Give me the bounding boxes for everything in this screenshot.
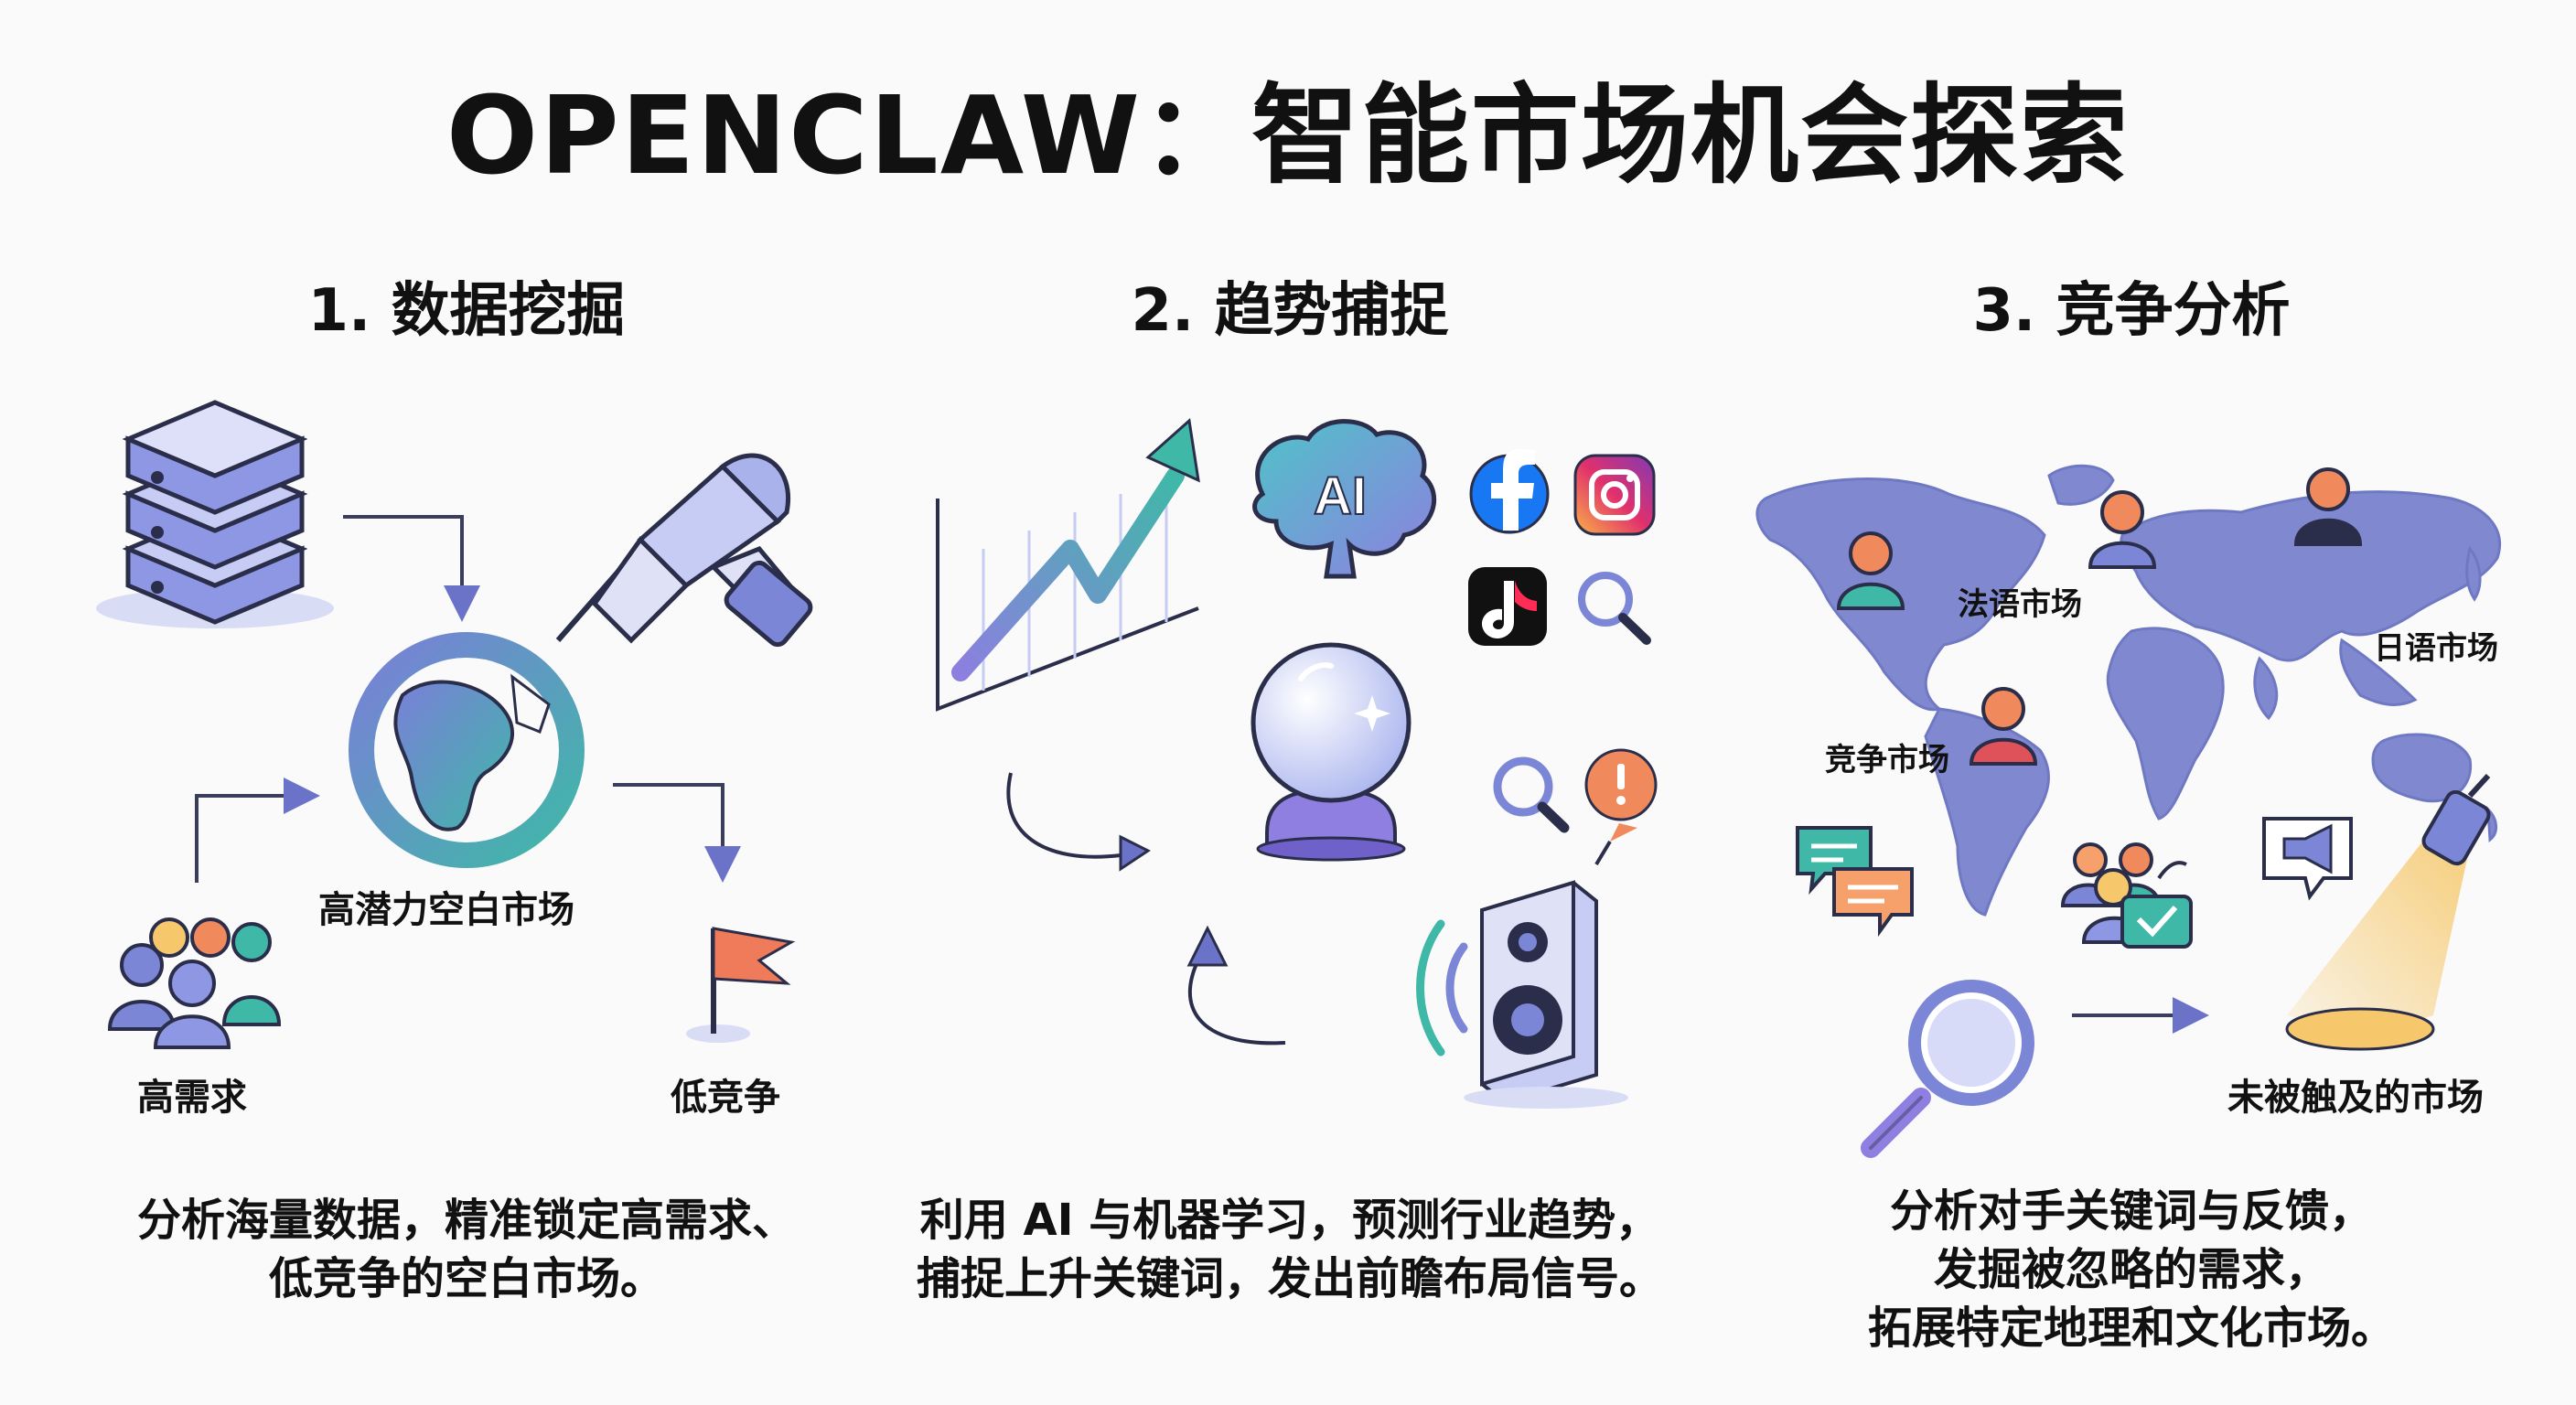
- label-low-competition: 低竞争: [671, 1077, 780, 1119]
- person-marker-icon: [1836, 467, 2363, 766]
- facebook-icon: [1469, 449, 1550, 534]
- globe-icon: [349, 632, 585, 868]
- label-competitive-market: 竞争市场: [1825, 742, 1949, 778]
- flag-icon: [686, 927, 796, 1043]
- ai-brain-icon: AI: [1252, 419, 1437, 579]
- label-high-potential-market: 高潜力空白市场: [318, 889, 574, 931]
- ai-text: AI: [1314, 467, 1367, 526]
- label-japanese-market: 日语市场: [2374, 630, 2498, 667]
- section-3-heading: 3. 竞争分析: [1972, 277, 2291, 345]
- team-icon: [2060, 842, 2193, 949]
- section-1-heading: 1. 数据挖掘: [307, 277, 626, 345]
- chat-bubbles-icon: [1796, 826, 1914, 938]
- section-2-heading: 2. 趋势捕捉: [1131, 277, 1449, 345]
- cycle-arrow: [1006, 772, 1286, 1046]
- page-title: OPENCLAW：智能市场机会探索: [445, 72, 2131, 198]
- crystal-ball-icon: [1250, 642, 1411, 862]
- cycle-arrowhead: [1186, 925, 1229, 967]
- spotlight-icon: [2285, 773, 2491, 1051]
- description-line: 利用 AI 与机器学习，预测行业趋势，: [919, 1195, 1660, 1246]
- server-stack-icon: [96, 400, 334, 628]
- description-line: 发掘被忽略的需求，: [1933, 1244, 2329, 1295]
- instagram-icon: [1573, 454, 1656, 536]
- magnifier-icon: [1493, 756, 1570, 833]
- people-group-icon: [107, 917, 282, 1049]
- section-2-description: 利用 AI 与机器学习，预测行业趋势， 捕捉上升关键词，发出前瞻布局信号。: [878, 1191, 1701, 1308]
- label-high-demand: 高需求: [137, 1077, 247, 1119]
- description-line: 拓展特定地理和文化市场。: [1867, 1303, 2395, 1354]
- section-1-description: 分析海量数据，精准锁定高需求、 低竞争的空白市场。: [55, 1191, 878, 1308]
- magnifying-glass-icon: [1861, 980, 2034, 1158]
- speaker-icon: [1416, 880, 1628, 1109]
- description-line: 分析海量数据，精准锁定高需求、: [136, 1195, 796, 1246]
- label-untapped-market: 未被触及的市场: [2227, 1077, 2484, 1119]
- drill-icon: [555, 453, 813, 648]
- trend-chart-icon: [936, 418, 1200, 712]
- description-line: 低竞争的空白市场。: [268, 1253, 664, 1304]
- cycle-arrowhead: [1119, 834, 1151, 872]
- section-3-description: 分析对手关键词与反馈， 发掘被忽略的需求， 拓展特定地理和文化市场。: [1720, 1182, 2543, 1357]
- alert-icon: [1584, 748, 1658, 866]
- megaphone-icon: [2262, 817, 2353, 901]
- description-line: 分析对手关键词与反馈，: [1889, 1185, 2373, 1237]
- connector-arrow: [195, 515, 741, 883]
- search-icon: [1578, 572, 1651, 645]
- description-line: 捕捉上升关键词，发出前瞻布局信号。: [916, 1253, 1663, 1304]
- label-french-market: 法语市场: [1958, 586, 2082, 623]
- tiktok-icon: [1468, 567, 1547, 646]
